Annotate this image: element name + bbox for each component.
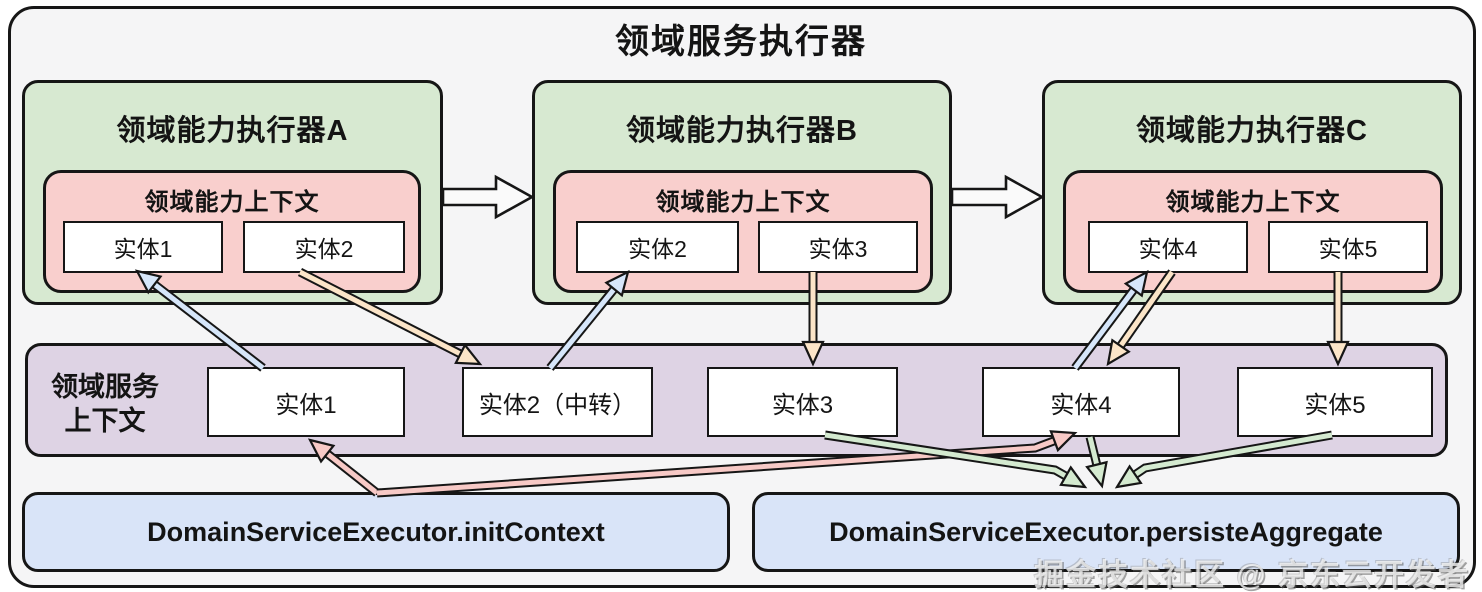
capability-a-entity-2: 实体2 bbox=[243, 221, 405, 273]
diagram-title: 领域服务执行器 bbox=[615, 23, 867, 61]
capability-b-entity-2: 实体2 bbox=[576, 221, 739, 273]
capability-a-entity-1: 实体1 bbox=[63, 221, 223, 273]
executor-a-title: 领域能力执行器A bbox=[116, 115, 349, 147]
service-context-label-line2: 上下文 bbox=[64, 406, 146, 436]
executor-b-context-box: 领域能力上下文 实体2 实体3 bbox=[553, 170, 933, 293]
executor-c-context-box: 领域能力上下文 实体4 实体5 bbox=[1063, 170, 1443, 293]
executor-a-box: 领域能力执行器A 领域能力上下文 实体1 实体2 bbox=[22, 80, 443, 305]
init-context-box: DomainServiceExecutor.initContext bbox=[22, 492, 730, 572]
executor-c-context-title: 领域能力上下文 bbox=[1165, 189, 1341, 216]
executor-c-title: 领域能力执行器C bbox=[1136, 115, 1368, 147]
watermark-text: 掘金技术社区 @ 京东云开发者 bbox=[1034, 559, 1470, 592]
capability-b-entity-3: 实体3 bbox=[758, 221, 918, 273]
executor-a-context-title: 领域能力上下文 bbox=[144, 189, 320, 216]
executor-a-context-box: 领域能力上下文 实体1 实体2 bbox=[43, 170, 421, 293]
service-context-label-line1: 领域服务 bbox=[51, 372, 159, 402]
capability-c-entity-4: 实体4 bbox=[1088, 221, 1248, 273]
persist-aggregate-box: DomainServiceExecutor.persisteAggregate bbox=[752, 492, 1460, 572]
service-context-label: 领域服务 上下文 bbox=[30, 370, 180, 438]
service-entity-1: 实体1 bbox=[207, 367, 405, 437]
service-entity-5: 实体5 bbox=[1237, 367, 1433, 437]
executor-b-box: 领域能力执行器B 领域能力上下文 实体2 实体3 bbox=[532, 80, 952, 305]
executor-c-box: 领域能力执行器C 领域能力上下文 实体4 实体5 bbox=[1042, 80, 1462, 305]
executor-b-title: 领域能力执行器B bbox=[626, 115, 858, 147]
executor-b-context-title: 领域能力上下文 bbox=[655, 189, 831, 216]
service-entity-3: 实体3 bbox=[707, 367, 898, 437]
capability-c-entity-5: 实体5 bbox=[1268, 221, 1428, 273]
service-entity-2: 实体2（中转） bbox=[462, 367, 653, 437]
service-entity-4: 实体4 bbox=[982, 367, 1180, 437]
